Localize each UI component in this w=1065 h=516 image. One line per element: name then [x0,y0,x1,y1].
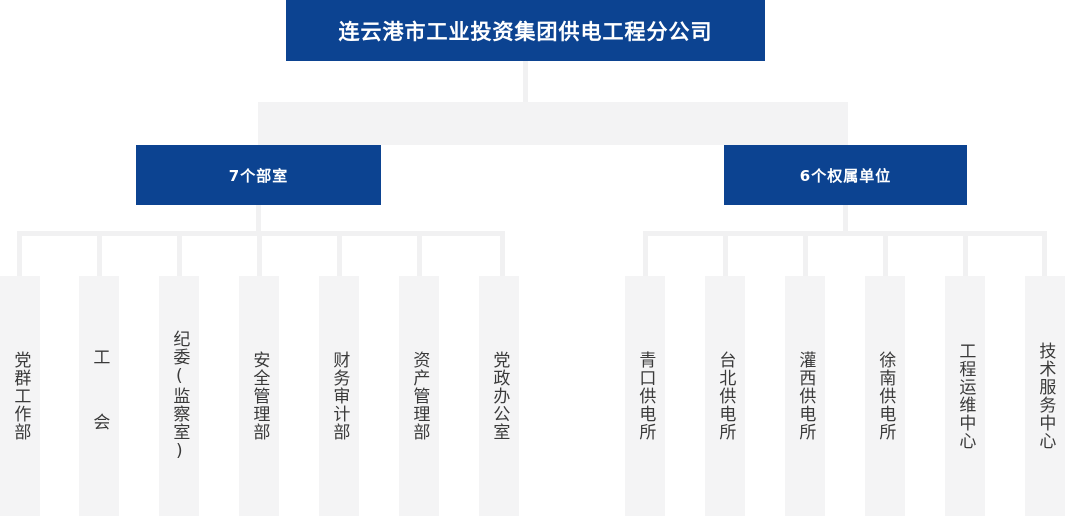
connector-drop-dept-5 [337,231,342,277]
connector-drop-dept-1 [17,231,22,277]
connector-units-horizontal [643,231,1047,236]
connector-drop-unit-1 [643,231,648,277]
connector-level2-slab [258,102,848,145]
connector-drop-unit-4 [883,231,888,277]
org-leaf-label: 党政办公室 [489,351,510,441]
connector-drop-unit-6 [1042,231,1047,277]
org-leaf-label: 灌西供电所 [795,351,816,441]
org-leaf-label: 台北供电所 [715,351,736,441]
org-leaf-unit-5[interactable]: 工程运维中心 [945,276,985,516]
org-leaf-label: 安全管理部 [249,351,270,441]
connector-drop-dept-2 [97,231,102,277]
org-root-label: 连云港市工业投资集团供电工程分公司 [338,19,713,44]
connector-departments-vertical [256,205,261,235]
connector-drop-dept-6 [417,231,422,277]
org-leaf-department-7[interactable]: 党政办公室 [479,276,519,516]
org-node-departments-label: 7个部室 [228,166,289,185]
connector-drop-dept-4 [257,231,262,277]
org-leaf-label: 徐南供电所 [875,351,896,441]
connector-root-vertical [523,61,528,103]
org-leaf-label: 财务审计部 [329,351,350,441]
org-leaf-department-2[interactable]: 工 会 [79,276,119,516]
org-leaf-label: 党群工作部 [10,351,31,441]
connector-drop-unit-3 [803,231,808,277]
connector-drop-unit-2 [723,231,728,277]
org-leaf-department-4[interactable]: 安全管理部 [239,276,279,516]
org-leaf-label: 纪委(监察室) [169,330,190,462]
org-node-affiliated-units[interactable]: 6个权属单位 [724,145,967,205]
org-leaf-department-6[interactable]: 资产管理部 [399,276,439,516]
org-leaf-unit-2[interactable]: 台北供电所 [705,276,745,516]
org-leaf-unit-6[interactable]: 技术服务中心 [1025,276,1065,516]
org-leaf-department-3[interactable]: 纪委(监察室) [159,276,199,516]
connector-drop-dept-7 [500,231,505,277]
connector-drop-dept-3 [177,231,182,277]
org-leaf-department-5[interactable]: 财务审计部 [319,276,359,516]
org-leaf-label: 工程运维中心 [955,342,976,450]
org-leaf-unit-3[interactable]: 灌西供电所 [785,276,825,516]
org-leaf-label: 资产管理部 [409,351,430,441]
org-node-departments[interactable]: 7个部室 [136,145,381,205]
org-node-affiliated-units-label: 6个权属单位 [799,166,892,185]
org-leaf-label: 青口供电所 [635,351,656,441]
org-root-node[interactable]: 连云港市工业投资集团供电工程分公司 [286,0,765,61]
org-leaf-label: 工 会 [89,348,110,444]
org-leaf-label: 技术服务中心 [1035,342,1056,450]
org-leaf-department-1[interactable]: 党群工作部 [0,276,40,516]
connector-drop-unit-5 [963,231,968,277]
org-leaf-unit-1[interactable]: 青口供电所 [625,276,665,516]
org-leaf-unit-4[interactable]: 徐南供电所 [865,276,905,516]
connector-units-vertical [843,205,848,235]
